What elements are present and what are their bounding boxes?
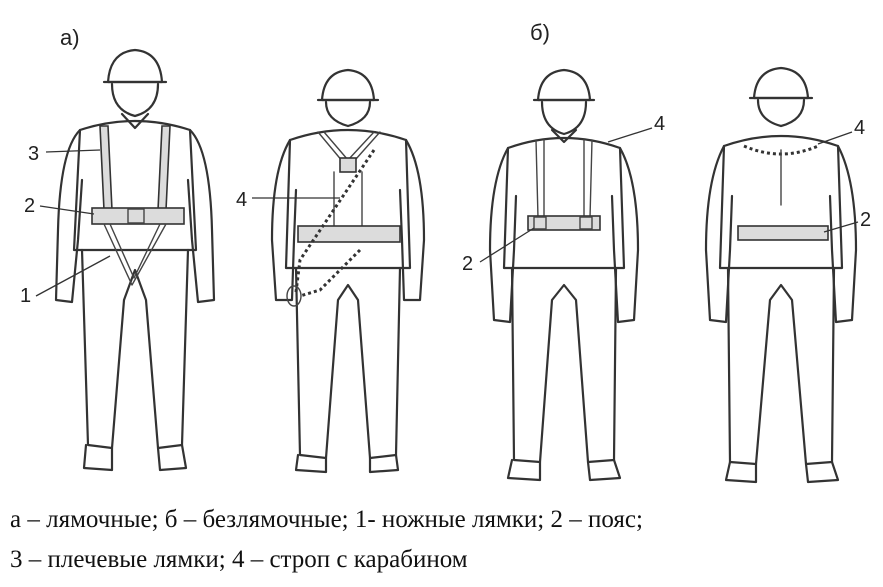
- callout-2: 2: [462, 253, 473, 275]
- figure-4-back-beltless-harness: 4 2: [706, 68, 871, 482]
- callout-3: 3: [28, 143, 39, 165]
- callout-4: 4: [236, 189, 247, 211]
- callout-2: 2: [860, 209, 871, 231]
- panel-b-label: б): [530, 20, 550, 45]
- panel-a-label: а): [60, 25, 80, 50]
- figure-1-front-strap-harness: 3 2 1: [20, 50, 214, 470]
- caption-line-2: 3 – плечевые лямки; 4 – строп с карабино…: [10, 540, 875, 580]
- caption-line-1: а – лямочные; б – безлямочные; 1- ножные…: [10, 500, 875, 540]
- callout-4: 4: [854, 117, 865, 139]
- figure-3-front-beltless-harness: 4 2: [462, 70, 665, 480]
- figure-caption: а – лямочные; б – безлямочные; 1- ножные…: [10, 500, 875, 580]
- callout-1: 1: [20, 285, 31, 307]
- figure-2-back-strap-harness: 4: [236, 70, 424, 472]
- callout-4: 4: [654, 113, 665, 135]
- callout-2: 2: [24, 195, 35, 217]
- harness-illustration: а) б) 3 2 1: [0, 0, 883, 495]
